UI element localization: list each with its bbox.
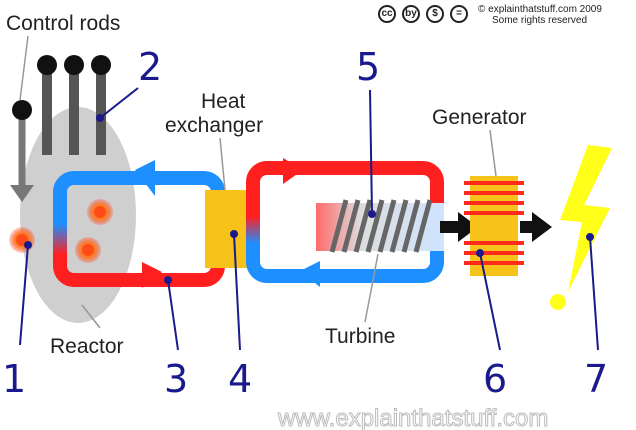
label-generator: Generator bbox=[432, 106, 527, 129]
primary-bottom-arrow bbox=[142, 262, 162, 288]
label-reactor: Reactor bbox=[50, 335, 124, 358]
label-heat: Heat bbox=[201, 90, 246, 113]
shaft-arrow-in bbox=[440, 212, 478, 242]
cc-icon: cc bbox=[378, 5, 396, 23]
label-turbine: Turbine bbox=[325, 325, 395, 348]
watermark: www.explainthatstuff.com bbox=[277, 405, 548, 430]
control-rods bbox=[10, 55, 111, 202]
turbine bbox=[316, 199, 444, 253]
callout-5: 5 bbox=[356, 45, 380, 89]
callout-1: 1 bbox=[2, 357, 26, 401]
callout-2: 2 bbox=[138, 45, 162, 89]
callout-3: 3 bbox=[164, 357, 188, 401]
secondary-top-arrow bbox=[283, 158, 303, 184]
callout-4: 4 bbox=[228, 357, 252, 401]
callout-6: 6 bbox=[483, 357, 507, 401]
callout-7: 7 bbox=[584, 357, 608, 401]
electricity-bolt bbox=[550, 145, 612, 310]
generator bbox=[464, 176, 524, 276]
license-line-1: © explainthatstuff.com 2009 bbox=[478, 4, 602, 15]
license-line-2: Some rights reserved bbox=[492, 15, 588, 26]
primary-top-arrow bbox=[135, 160, 155, 196]
label-exchanger: exchanger bbox=[165, 114, 263, 137]
noncommercial-icon: $ bbox=[426, 5, 444, 23]
callout-lines bbox=[19, 87, 599, 351]
fuel-atoms bbox=[9, 199, 113, 263]
license-badge: cc by $ = © explainthatstuff.com 2009 So… bbox=[378, 4, 636, 30]
shaft-arrow-out bbox=[520, 212, 552, 242]
label-control-rods: Control rods bbox=[6, 12, 120, 35]
reactor-vessel bbox=[20, 107, 136, 323]
secondary-bottom-arrow bbox=[300, 261, 320, 287]
label-pointers bbox=[19, 35, 497, 329]
attribution-icon: by bbox=[402, 5, 420, 23]
noderivatives-icon: = bbox=[450, 5, 468, 23]
